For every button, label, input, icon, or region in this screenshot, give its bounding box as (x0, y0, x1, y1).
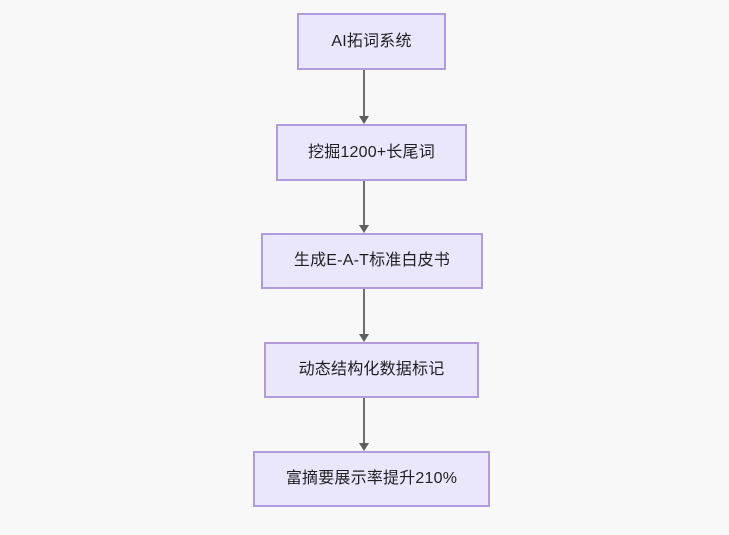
flow-edge-arrow (356, 70, 372, 124)
flow-node-ai-keyword-system[interactable]: AI拓词系统 (297, 13, 446, 70)
arrow-down-icon (359, 334, 369, 342)
flow-node-label: 富摘要展示率提升210% (285, 470, 458, 488)
arrow-down-icon (359, 225, 369, 233)
flow-node-label: AI拓词系统 (331, 32, 412, 50)
edge-line (363, 70, 365, 117)
edge-line (363, 289, 365, 335)
flow-node-mine-longtail-keywords[interactable]: 挖掘1200+长尾词 (276, 124, 467, 181)
flow-node-rich-snippet-impression-lift[interactable]: 富摘要展示率提升210% (253, 451, 490, 507)
flow-node-label: 生成E-A-T标准白皮书 (293, 252, 451, 270)
flow-edge-arrow (356, 289, 372, 342)
flow-node-label: 挖掘1200+长尾词 (308, 143, 435, 161)
flow-edge-arrow (356, 181, 372, 233)
flow-edge-arrow (356, 398, 372, 451)
flow-node-generate-eat-whitepaper[interactable]: 生成E-A-T标准白皮书 (261, 233, 483, 289)
arrow-down-icon (359, 116, 369, 124)
flow-node-dynamic-structured-data-markup[interactable]: 动态结构化数据标记 (264, 342, 479, 398)
edge-line (363, 398, 365, 444)
flow-node-label: 动态结构化数据标记 (298, 361, 445, 379)
edge-line (363, 181, 365, 226)
arrow-down-icon (359, 443, 369, 451)
